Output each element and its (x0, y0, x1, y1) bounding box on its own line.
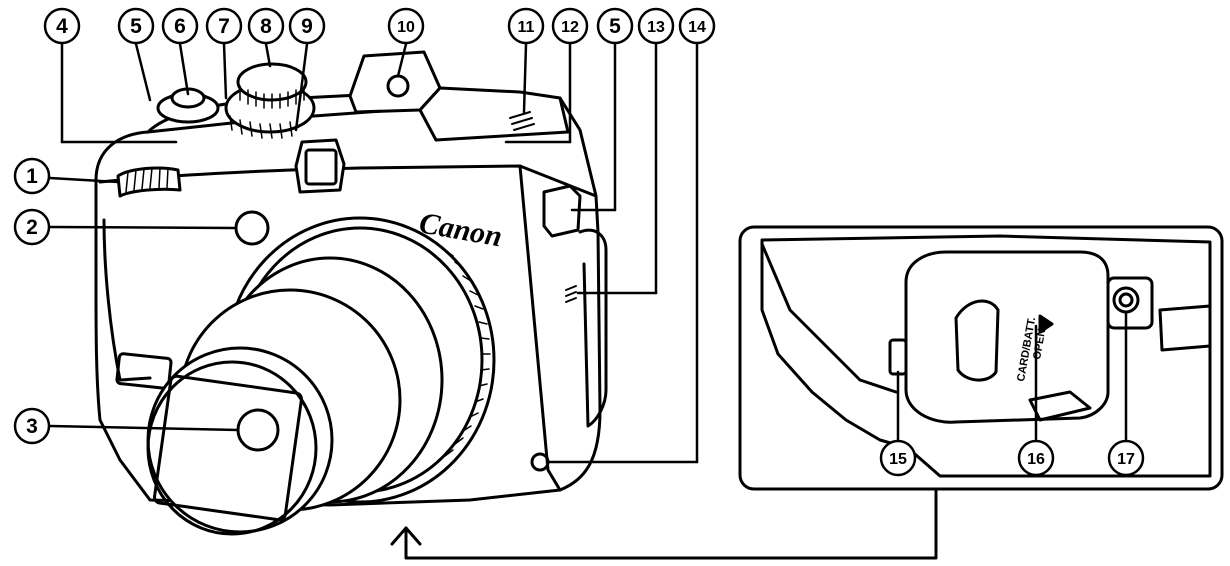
callout-10: 10 (387, 7, 425, 45)
callout-11-label: 11 (518, 19, 535, 36)
callout-5-left: 5 (117, 7, 155, 45)
callout-12: 12 (551, 7, 589, 45)
inset-connector-arrowhead (390, 526, 422, 546)
callout-8: 8 (247, 7, 285, 45)
control-ring-knurl (444, 249, 491, 457)
lens-front-ring (146, 360, 318, 536)
callout-1: 1 (13, 157, 51, 195)
callout-3: 3 (13, 407, 51, 445)
callout-5-left-label: 5 (130, 15, 142, 38)
callout-17: 17 (1107, 439, 1145, 477)
lens-front-window (153, 374, 303, 522)
callout-14-label: 14 (688, 19, 706, 36)
door-arrow-icon (1038, 314, 1054, 334)
exposure-dial-knurl (229, 115, 293, 139)
strap-mount (542, 184, 582, 238)
callout-15-label: 15 (889, 451, 907, 468)
front-window (115, 352, 173, 390)
side-grip-panel (578, 228, 608, 428)
callout-9-label: 9 (301, 15, 313, 38)
callouts: 1 2 3 4 5 6 7 8 (13, 7, 1145, 477)
door-latch (954, 299, 1000, 382)
callout-1-label: 1 (26, 165, 38, 188)
tripod-socket-inner (1118, 292, 1134, 308)
callout-13-label: 13 (647, 19, 665, 36)
inset-connector-line (404, 487, 938, 560)
callout-9: 9 (288, 7, 326, 45)
callout-17-label: 17 (1117, 451, 1135, 468)
callout-10-label: 10 (397, 19, 415, 36)
callout-4: 4 (43, 7, 81, 45)
right-side-panel (518, 164, 562, 492)
callout-2: 2 (13, 208, 51, 246)
flash-switch (509, 111, 535, 131)
callout-13: 13 (637, 7, 675, 45)
callout-16: 16 (1017, 439, 1055, 477)
callout-16-label: 16 (1027, 451, 1045, 468)
flash-housing (418, 86, 570, 142)
battery-door (904, 250, 1110, 424)
callout-11: 11 (507, 7, 545, 45)
inset-window (1158, 304, 1212, 352)
viewfinder (294, 138, 346, 194)
speaker (565, 285, 577, 303)
callout-7: 7 (205, 7, 243, 45)
callout-15: 15 (879, 439, 917, 477)
callout-14: 14 (678, 7, 716, 45)
mode-dial-knurl (239, 85, 305, 109)
callout-5-right-label: 5 (609, 15, 621, 38)
callout-3-label: 3 (26, 415, 38, 438)
callout-2-label: 2 (26, 216, 38, 239)
callout-7-label: 7 (218, 15, 230, 38)
callout-6-label: 6 (174, 15, 186, 38)
callout-12-label: 12 (561, 19, 579, 36)
callout-4-label: 4 (56, 15, 68, 38)
leader-lines (48, 42, 1128, 464)
inset-side-edge (760, 242, 898, 394)
callout-8-label: 8 (260, 15, 272, 38)
front-dial-grooves (125, 167, 169, 193)
viewfinder-window (304, 148, 338, 186)
callout-5-right: 5 (596, 7, 634, 45)
af-lamp (234, 210, 270, 246)
callout-6: 6 (161, 7, 199, 45)
